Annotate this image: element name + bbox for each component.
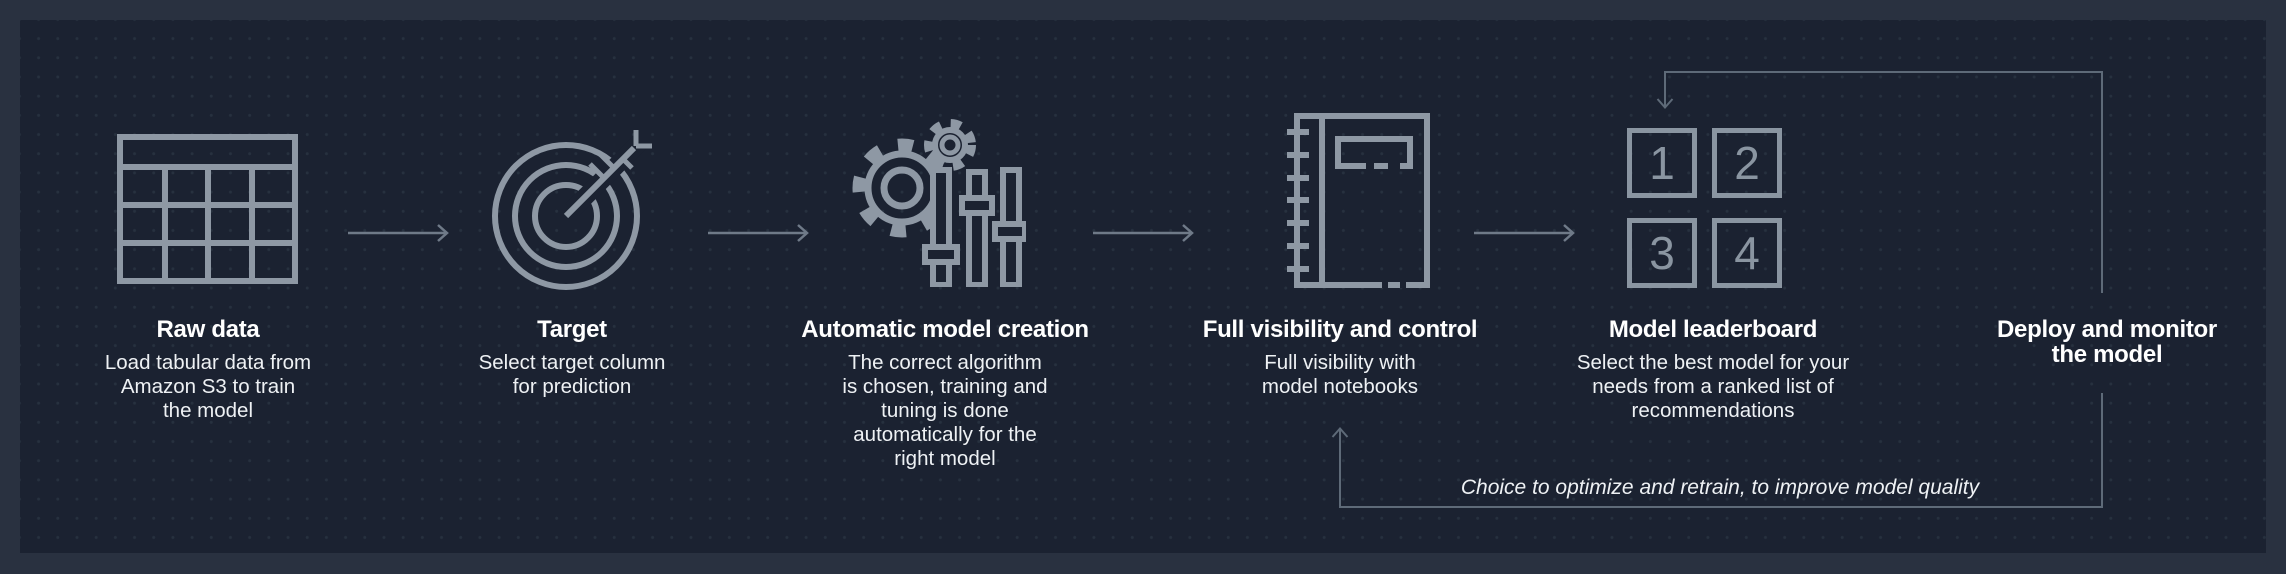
rank-square-1: 1 [1627,128,1697,198]
rank-number: 1 [1649,137,1675,189]
rank-square-4: 4 [1712,218,1782,288]
stage-title: Model leaderboard [1608,316,1818,343]
rank-number: 2 [1734,137,1760,189]
stage-model-leaderboard: Model leaderboard Select the best model … [1533,317,1893,423]
stage-title: Deploy and monitor the model [1997,316,2217,368]
rank-number: 3 [1649,227,1675,279]
flow-arrow-1-head [437,224,449,242]
stage-description: Select the best model for your needs fro… [1576,351,1850,422]
loop-deploy-to-visibility [1339,393,2103,508]
loop-up-arrowhead [1331,426,1349,438]
rank-square-3: 3 [1627,218,1697,288]
stage-target: Target Select target column for predicti… [392,317,752,399]
feedback-caption: Choice to optimize and retrain, to impro… [1460,476,1980,499]
stage-description: Load tabular data from Amazon S3 to trai… [104,351,312,422]
target-bullseye-icon [492,130,652,290]
stage-title: Full visibility and control [1202,316,1478,343]
stage-description: The correct algorithm is chosen, trainin… [842,351,1048,470]
stage-full-visibility-and-control: Full visibility and control Full visibil… [1160,317,1520,399]
rank-square-2: 2 [1712,128,1782,198]
table-grid-icon [117,134,298,284]
stage-deploy-and-monitor: Deploy and monitor the model [1957,317,2257,367]
ranked-squares-icon: 1 2 3 4 [1627,128,1782,288]
stage-title: Target [537,316,607,343]
stage-title: Automatic model creation [801,316,1089,343]
notebook-icon [1287,113,1430,288]
gears-and-sliders-icon [852,119,1026,287]
stage-raw-data: Raw data Load tabular data from Amazon S… [28,317,388,423]
flow-arrow-2-head [797,224,809,242]
flow-arrow-4-head [1563,224,1575,242]
flow-arrows [348,224,1575,242]
rank-number: 4 [1734,227,1760,279]
stage-description: Select target column for prediction [478,351,666,398]
stage-description: Full visibility with model notebooks [1261,351,1419,398]
stage-title: Raw data [156,316,260,343]
diagram-panel: 1 2 3 4 Raw data Load tabular data from … [20,20,2266,553]
connector-lines-layer [348,71,2103,508]
loop-down-arrowhead [1656,98,1674,110]
loop-deploy-to-leaderboard [1664,71,2103,293]
feedback-loops [1331,71,2103,508]
flow-arrow-3-head [1182,224,1194,242]
stage-automatic-model-creation: Automatic model creation The correct alg… [765,317,1125,471]
